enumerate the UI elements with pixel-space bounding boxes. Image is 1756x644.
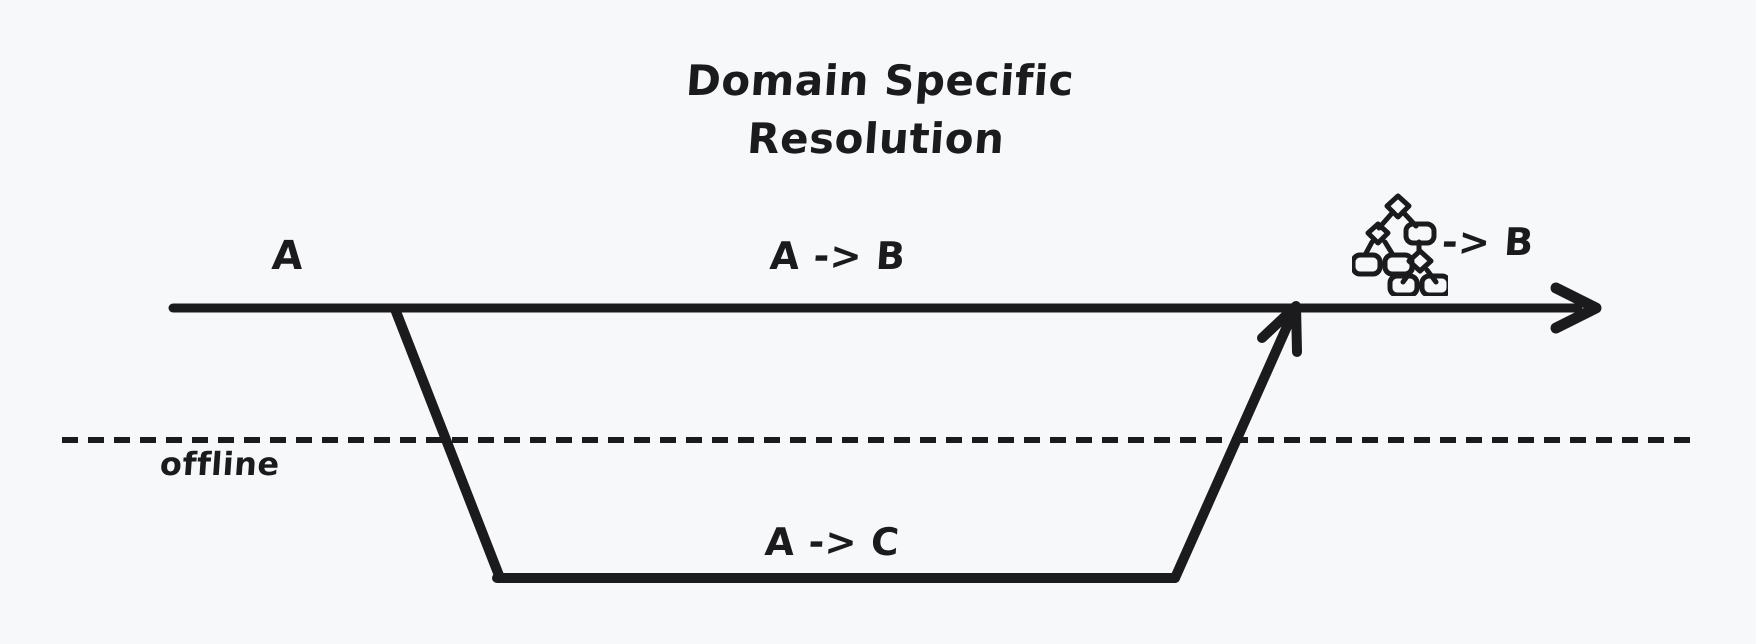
branch-ascending [1170, 308, 1298, 583]
branch-descending [390, 304, 505, 583]
arrow-right-icon [1550, 282, 1602, 334]
title-line-2: Resolution [745, 113, 1007, 163]
label-offline-path: A -> C [763, 520, 901, 564]
arrow-up-right-icon [1257, 301, 1302, 357]
label-offline-boundary: offline [158, 445, 282, 483]
label-result: -> B [1440, 220, 1536, 264]
label-source-a: A [270, 233, 306, 279]
page-title: Domain Specific Resolution [0, 52, 1756, 168]
title-line-1: Domain Specific [684, 56, 1076, 105]
label-online-path: A -> B [768, 234, 907, 278]
decision-tree-icon [1352, 190, 1448, 296]
